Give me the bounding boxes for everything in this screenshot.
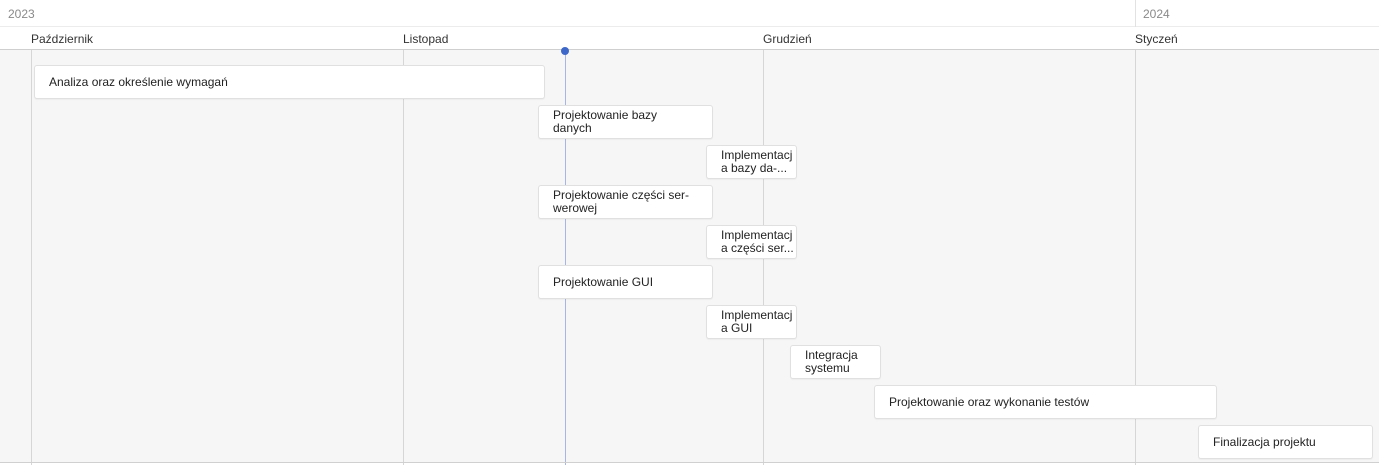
month-gridline-october [31,50,32,465]
year-divider [1135,0,1136,27]
year-label-2024: 2024 [1143,7,1170,21]
timeline-bottom-border [0,462,1379,463]
task-bar-gui-design[interactable]: Projektowanie GUI [538,265,713,299]
task-bar-server-design[interactable]: Projektowanie części ser-werowej [538,185,713,219]
task-label: Analiza oraz określenie wymagań [49,75,228,89]
task-label: Projektowanie bazy danych [553,109,658,135]
year-row: 2023 2024 [0,0,1379,27]
task-bar-requirements-analysis[interactable]: Analiza oraz określenie wymagań [34,65,545,99]
month-label-january: Styczeń [1135,32,1178,46]
task-label: Projektowanie oraz wykonanie testów [889,395,1090,409]
task-bar-server-implementation[interactable]: Implementacja części ser... [706,225,797,259]
task-bar-system-integration[interactable]: Integracja systemu [790,345,881,379]
task-bar-project-finalization[interactable]: Finalizacja projektu [1198,425,1373,459]
timeline-header: 2023 2024 Październik Listopad Grudzień … [0,0,1379,50]
year-label-2023: 2023 [8,7,35,21]
task-label: Implementacja części ser... [721,229,794,255]
task-label: Implementacja GUI [721,309,793,335]
task-label: Implementacja bazy da-... [721,149,793,175]
today-marker [561,47,569,55]
task-bar-database-design[interactable]: Projektowanie bazy danych [538,105,713,139]
task-label: Projektowanie części ser-werowej [553,189,690,215]
task-label: Integracja systemu [805,349,858,375]
month-gridline-november [403,50,404,465]
task-bar-gui-implementation[interactable]: Implementacja GUI [706,305,797,339]
today-line [565,50,566,465]
month-label-december: Grudzień [763,32,812,46]
task-bar-testing[interactable]: Projektowanie oraz wykonanie testów [874,385,1217,419]
month-label-october: Październik [31,32,94,46]
month-label-november: Listopad [403,32,449,46]
month-gridline-january [1135,50,1136,465]
task-bar-database-implementation[interactable]: Implementacja bazy da-... [706,145,797,179]
task-label: Finalizacja projektu [1213,435,1316,449]
task-label: Projektowanie GUI [553,275,654,289]
